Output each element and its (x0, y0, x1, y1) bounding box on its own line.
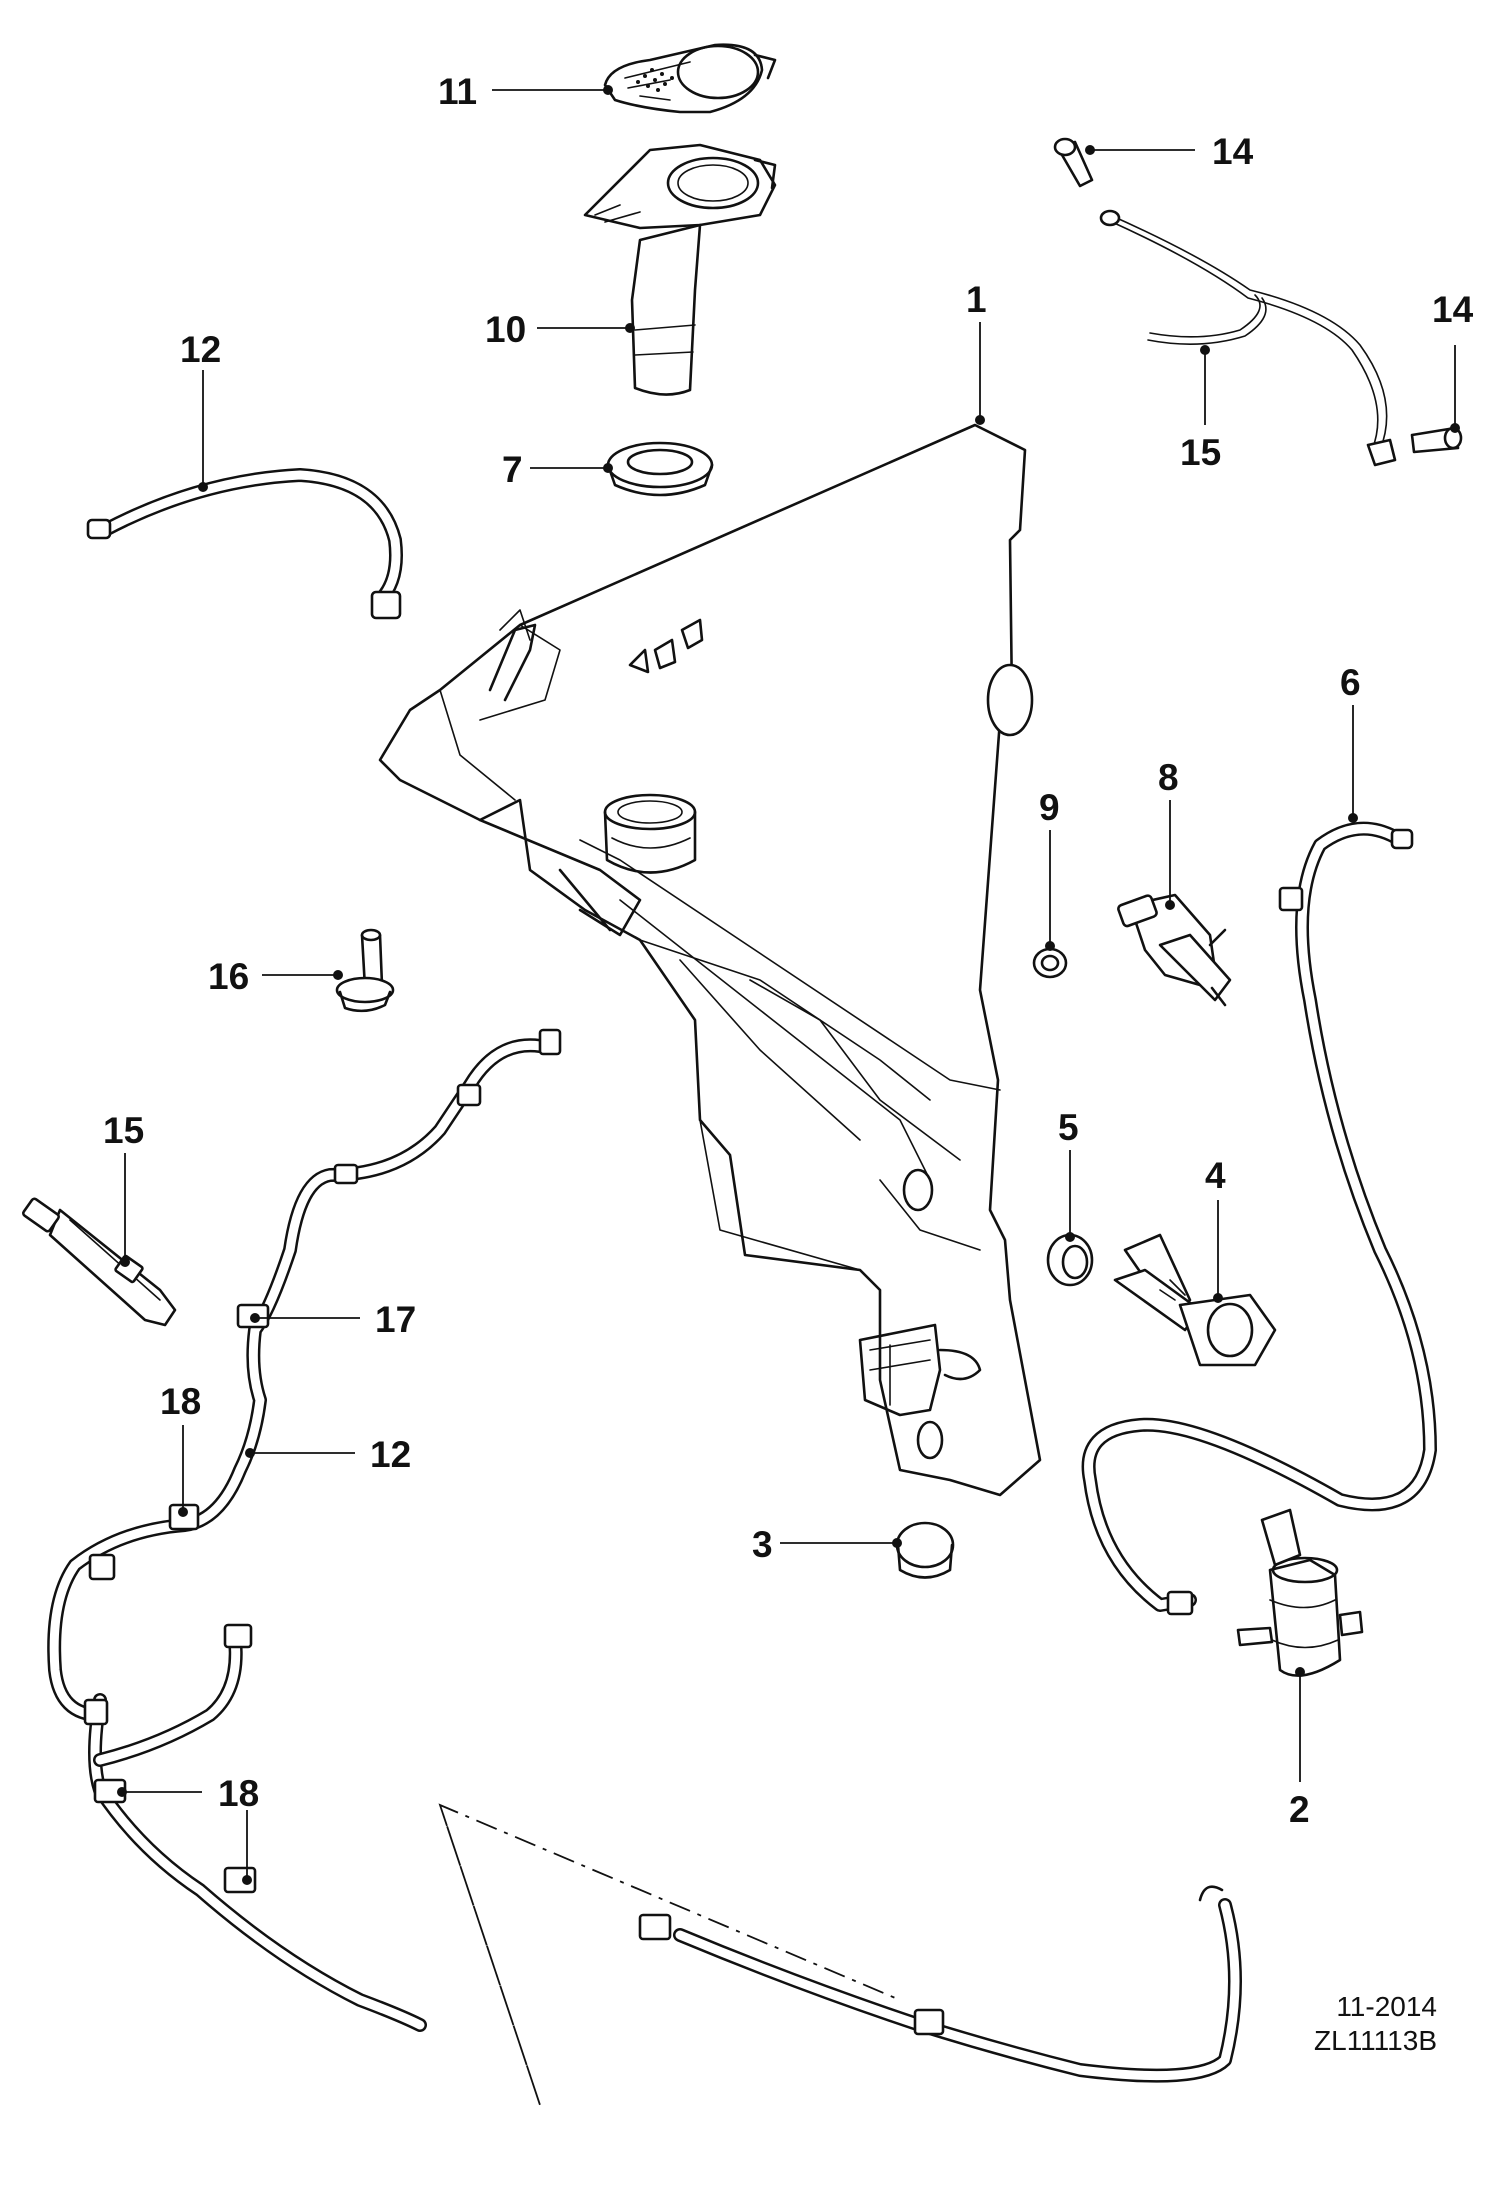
washer-pump-2 (1236, 1508, 1364, 1677)
plug-3 (895, 1521, 955, 1579)
jet-hose-15 (1099, 209, 1397, 467)
callout-label: 14 (1432, 289, 1474, 330)
callout-8: 8 (1158, 757, 1179, 910)
callout-label: 15 (1180, 432, 1221, 473)
drawing-date: 11-2014 (1336, 1991, 1437, 2022)
callout-18c: 18 (117, 1773, 259, 1885)
callout-18a: 17 (250, 1299, 416, 1340)
callout-label: 3 (752, 1524, 773, 1565)
callout-label: 11 (438, 71, 477, 112)
hose-13 (86, 468, 403, 620)
valve-4 (1113, 1233, 1277, 1367)
callout-3: 3 (752, 1524, 902, 1565)
callout-label: 14 (1212, 131, 1254, 172)
callout-label: 12 (370, 1434, 411, 1475)
seal (606, 441, 714, 497)
filler-neck (583, 143, 777, 396)
drawing-reference: 11-2014 ZL11113B (1177, 1990, 1437, 2058)
hose-harness-12 (47, 1028, 1242, 2106)
grommet-9 (1032, 947, 1068, 979)
filler-cap (603, 43, 777, 114)
callout-label: 1 (966, 279, 987, 320)
callout-9: 9 (1039, 787, 1060, 951)
callout-10: 10 (485, 309, 635, 350)
callout-1: 1 (966, 279, 987, 425)
callout-2: 2 (1289, 1667, 1310, 1830)
callout-17: 16 (208, 956, 343, 997)
callout-5: 5 (1058, 1107, 1079, 1242)
callout-label: 6 (1340, 662, 1361, 703)
callout-14a: 14 (1085, 131, 1254, 172)
callout-16: 15 (103, 1110, 144, 1267)
callout-6: 6 (1340, 662, 1361, 823)
callout-label: 16 (208, 956, 249, 997)
level-sensor-8 (1117, 893, 1232, 1007)
callout-13: 12 (180, 329, 221, 492)
callout-label: 12 (180, 329, 221, 370)
callout-label: 18 (218, 1773, 259, 1814)
callout-label: 8 (1158, 757, 1179, 798)
connector-17 (335, 928, 395, 1013)
grommet-5 (1046, 1233, 1094, 1287)
callout-14b: 14 (1432, 289, 1474, 433)
callout-11: 11 (438, 71, 613, 112)
callout-label: 5 (1058, 1107, 1079, 1148)
callout-label: 15 (103, 1110, 144, 1151)
hose-6 (1081, 821, 1437, 1616)
callout-18b: 18 (160, 1381, 201, 1517)
callout-12: 12 (245, 1434, 411, 1475)
callout-4: 4 (1205, 1155, 1226, 1303)
callout-label: 4 (1205, 1155, 1226, 1196)
jet-fitting-14-top (1053, 137, 1094, 188)
callout-15: 15 (1180, 345, 1221, 473)
callout-label: 17 (375, 1299, 416, 1340)
jet-assembly-16 (22, 1197, 177, 1327)
callout-7: 7 (502, 449, 613, 490)
reservoir-tank (378, 423, 1042, 1497)
callout-label: 10 (485, 309, 526, 350)
drawing-code: ZL11113B (1314, 2025, 1437, 2056)
callout-label: 7 (502, 449, 523, 490)
callout-label: 9 (1039, 787, 1060, 828)
callout-label: 2 (1289, 1789, 1310, 1830)
callout-label: 18 (160, 1381, 201, 1422)
